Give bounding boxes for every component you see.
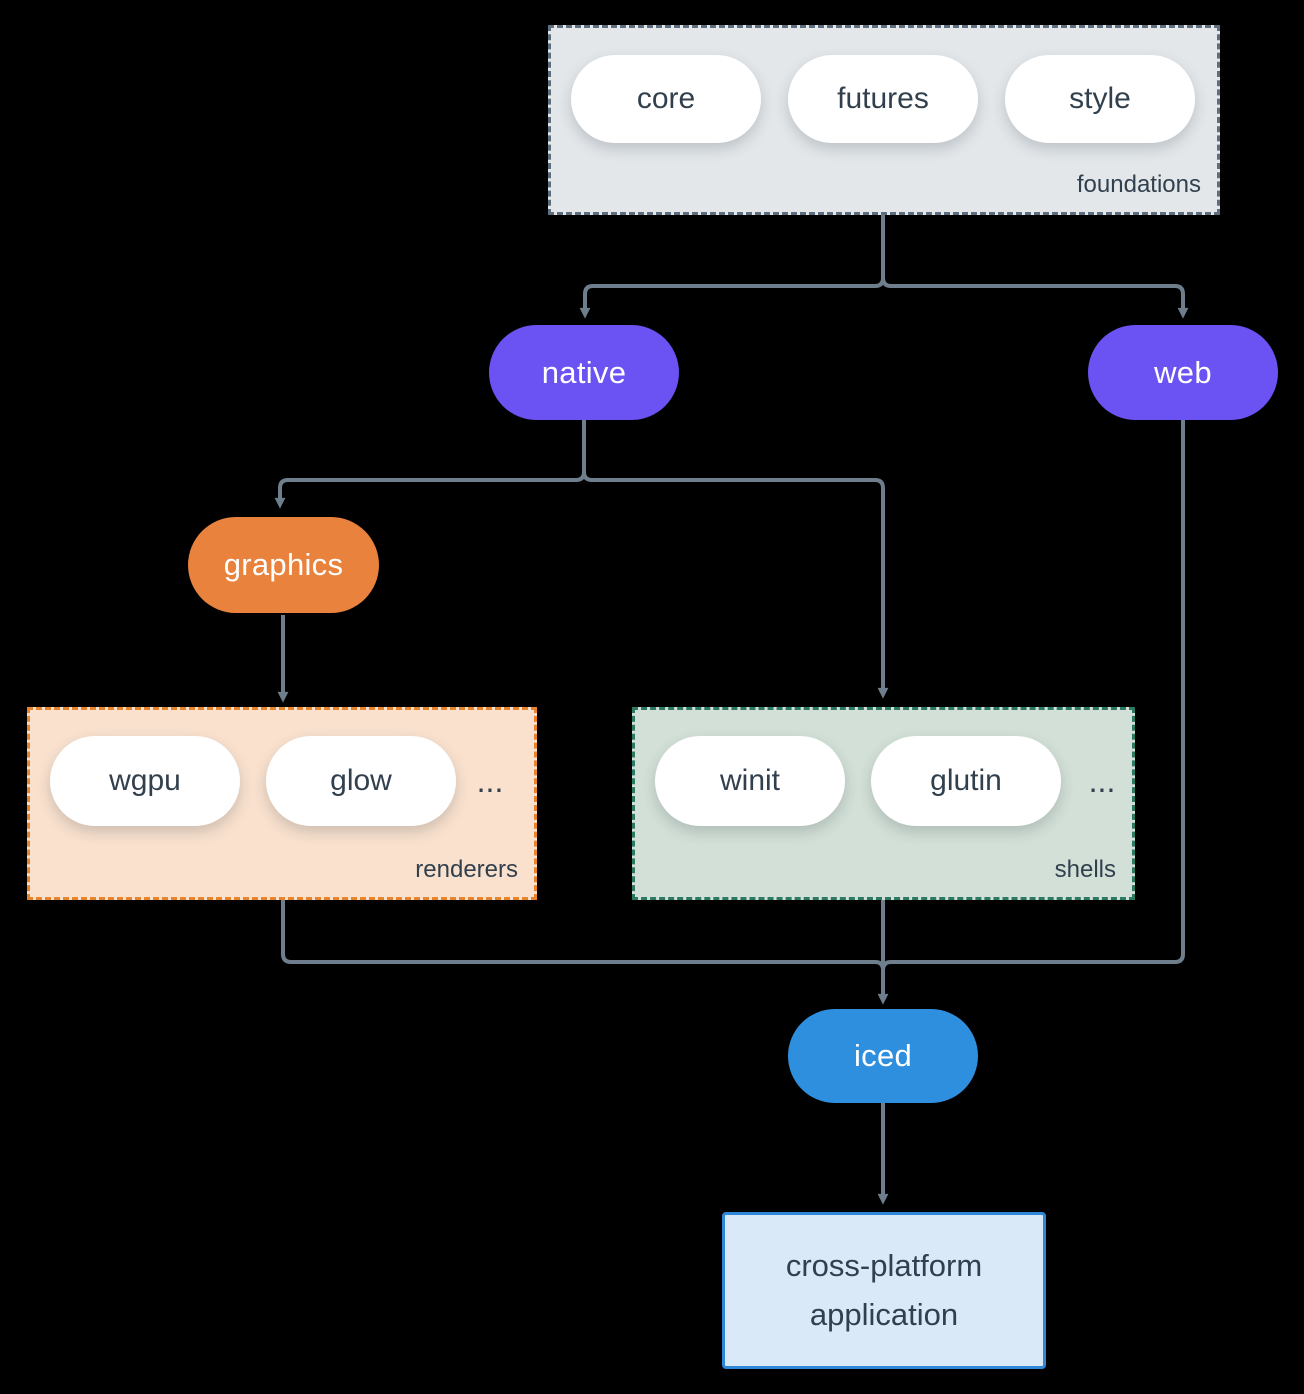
node-glow-label: glow: [330, 764, 392, 797]
renderers-ellipsis: ...: [476, 762, 504, 799]
node-core: core: [571, 55, 761, 143]
edge-native-to-shells: [582, 420, 889, 699]
edge-foundations-to-web: [881, 215, 1189, 319]
node-wgpu-label: wgpu: [109, 764, 181, 797]
edge-foundations-to-native: [579, 215, 885, 319]
renderers-group-label: renderers: [415, 856, 518, 883]
shells-group: winit glutin ... shells: [632, 707, 1135, 900]
renderers-group: wgpu glow ... renderers: [27, 707, 537, 900]
node-cross-platform-application: cross-platform application: [722, 1212, 1046, 1369]
node-iced-label: iced: [853, 1038, 913, 1073]
node-glutin: glutin: [871, 736, 1061, 826]
node-futures: futures: [788, 55, 978, 143]
node-style-label: style: [1069, 82, 1131, 115]
edge-renderers-to-iced: [281, 900, 885, 992]
node-cross-platform-application-label: cross-platform application: [785, 1248, 983, 1332]
node-wgpu: wgpu: [50, 736, 240, 826]
node-glow: glow: [266, 736, 456, 826]
shells-group-label: shells: [1054, 856, 1116, 883]
node-core-label: core: [636, 82, 696, 115]
edge-web-to-iced: [881, 420, 1185, 992]
node-winit-label: winit: [719, 764, 780, 797]
foundations-group-label: foundations: [1076, 171, 1201, 198]
node-web-label: web: [1154, 354, 1212, 390]
node-native-label: native: [541, 354, 627, 390]
node-web: web: [1088, 325, 1278, 420]
node-graphics: graphics: [188, 517, 379, 613]
edge-native-to-graphics: [274, 420, 586, 509]
node-winit: winit: [655, 736, 845, 826]
node-futures-label: futures: [837, 82, 929, 115]
shells-ellipsis: ...: [1088, 762, 1116, 799]
node-iced: iced: [788, 1009, 978, 1103]
node-style: style: [1005, 55, 1195, 143]
node-graphics-label: graphics: [223, 547, 344, 582]
node-glutin-label: glutin: [930, 764, 1002, 797]
node-native: native: [489, 325, 679, 420]
foundations-group: core futures style foundations: [548, 25, 1220, 215]
